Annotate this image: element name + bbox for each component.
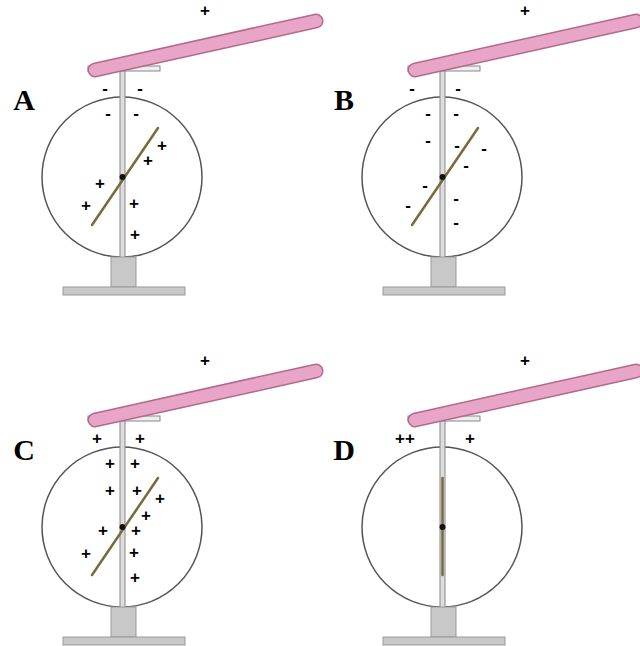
- rod-charge-sign: +: [520, 352, 530, 369]
- charge-sign: -: [133, 105, 139, 122]
- charge-sign: -: [425, 105, 431, 122]
- charge-sign: +: [155, 490, 165, 507]
- charge-sign: +: [130, 455, 140, 472]
- charge-sign: +: [105, 455, 115, 472]
- pivot-b: [440, 174, 446, 180]
- electroscope-d: [362, 371, 636, 645]
- panel-letter: A: [13, 85, 35, 115]
- charge-sign: +: [129, 195, 139, 212]
- charge-sign: -: [137, 80, 143, 97]
- pivot-d: [440, 524, 446, 530]
- charge-sign: -: [105, 105, 111, 122]
- charge-sign: +: [135, 430, 145, 447]
- charge-sign: -: [405, 197, 411, 214]
- rod-charge-sign: +: [520, 2, 530, 19]
- leaf-a: [92, 128, 158, 225]
- leaf-c: [92, 478, 158, 575]
- electroscope-c: [42, 371, 316, 645]
- charge-sign: -: [481, 140, 487, 157]
- charge-sign: -: [454, 137, 460, 154]
- charge-sign: -: [453, 105, 459, 122]
- charge-sign: -: [102, 80, 108, 97]
- charge-sign: -: [425, 132, 431, 149]
- charge-sign: -: [453, 214, 459, 231]
- charge-sign: -: [455, 80, 461, 97]
- charge-sign: -: [453, 190, 459, 207]
- charge-sign: ++: [395, 430, 415, 447]
- electroscope-b: [362, 21, 636, 295]
- charge-sign: +: [98, 522, 108, 539]
- charge-sign: +: [130, 569, 140, 586]
- leaves: [92, 128, 478, 575]
- charge-sign: +: [81, 197, 91, 214]
- charge-sign: +: [92, 430, 102, 447]
- charge-sign: +: [129, 544, 139, 561]
- panel-letter: C: [13, 435, 35, 465]
- charge-sign: +: [81, 545, 91, 562]
- charge-sign: +: [157, 137, 167, 154]
- charge-sign: +: [141, 507, 151, 524]
- charge-sign: -: [422, 177, 428, 194]
- rod-charge-sign: +: [200, 2, 210, 19]
- charge-sign: +: [105, 482, 115, 499]
- panel-letter: B: [334, 85, 354, 115]
- pivot-c: [120, 524, 126, 530]
- pivot-a: [120, 174, 126, 180]
- charge-sign: -: [409, 80, 415, 97]
- pivots: [120, 174, 446, 530]
- charge-sign: +: [130, 226, 140, 243]
- electroscope-a: [42, 21, 316, 295]
- charge-sign: +: [131, 522, 141, 539]
- leaf-b: [412, 128, 478, 225]
- charge-sign: +: [143, 152, 153, 169]
- charge-sign: -: [463, 157, 469, 174]
- charge-sign: +: [465, 430, 475, 447]
- charge-sign: +: [132, 482, 142, 499]
- charge-sign: +: [95, 175, 105, 192]
- rod-charge-sign: +: [200, 352, 210, 369]
- panel-letter: D: [333, 435, 355, 465]
